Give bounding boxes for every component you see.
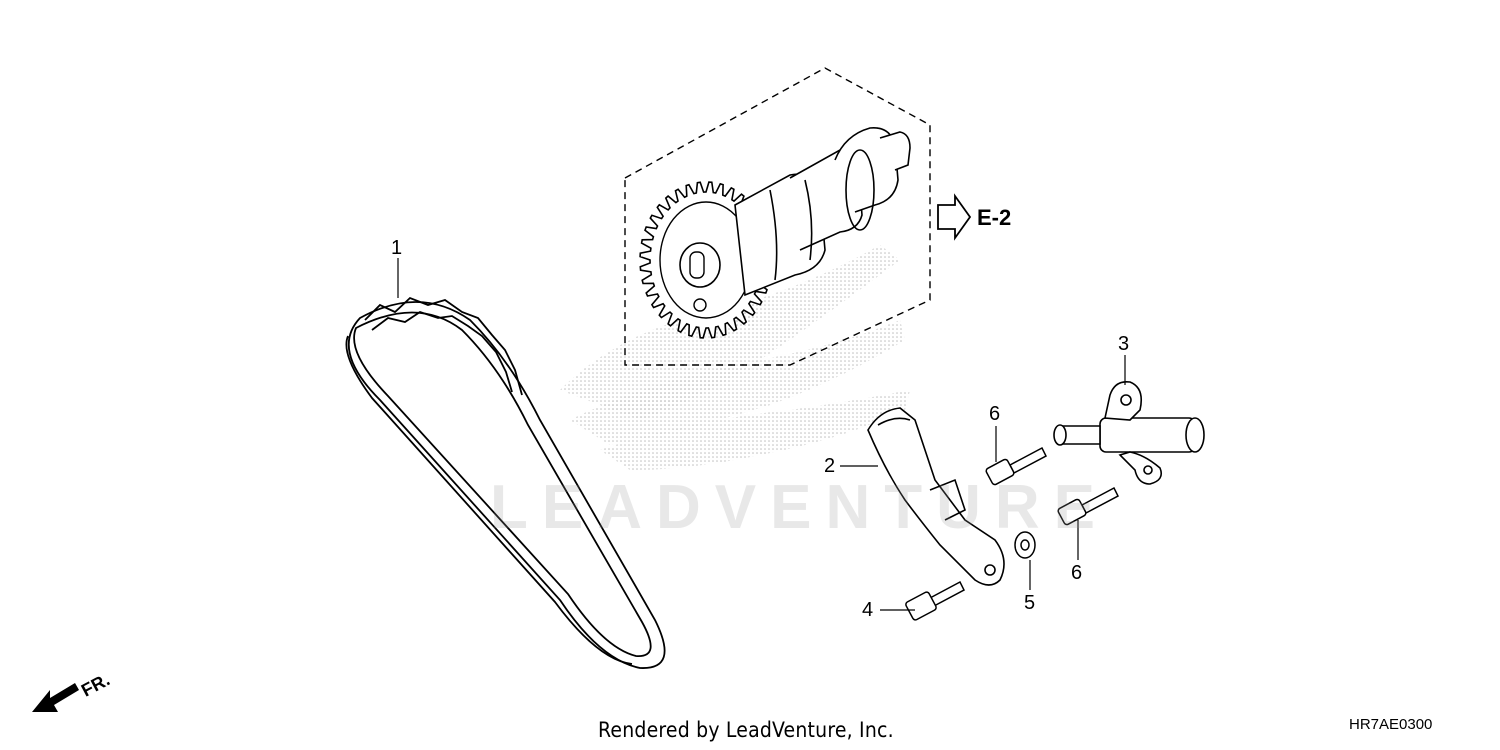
watermark-text: LEADVENTURE	[490, 473, 1110, 542]
footer-credit: Rendered by LeadVenture, Inc.	[598, 718, 894, 742]
front-direction-arrow-icon	[32, 683, 79, 712]
callout-4: 4	[862, 599, 874, 621]
tensioner-lifter	[1053, 380, 1205, 485]
callout-6-upper: 6	[989, 403, 1001, 425]
camshaft	[734, 127, 911, 297]
camshaft-assembly-box	[624, 67, 931, 366]
diagram-code: HR7AE0300	[1349, 716, 1433, 733]
reference-arrow-icon	[937, 193, 972, 241]
bolt-6-upper	[985, 446, 1047, 486]
bolt-4	[905, 580, 965, 621]
leader-lines	[397, 258, 1126, 611]
bolt-6-lower	[1057, 486, 1119, 526]
callout-5: 5	[1024, 592, 1036, 614]
callout-2: 2	[824, 455, 836, 477]
reference-label: E-2	[977, 205, 1012, 230]
callout-6-lower: 6	[1071, 562, 1083, 584]
cam-chain	[345, 296, 666, 669]
callout-3: 3	[1118, 333, 1130, 355]
washer-5	[1014, 531, 1036, 559]
tensioner-arm	[867, 407, 1005, 586]
callout-1: 1	[391, 237, 403, 259]
